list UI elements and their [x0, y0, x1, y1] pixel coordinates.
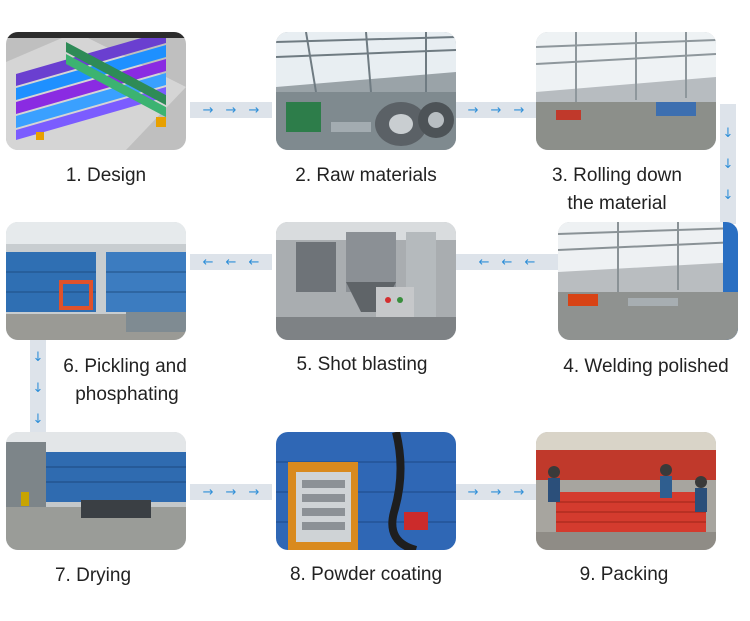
arrow-down-icon: ↓ [32, 411, 44, 427]
step-7-label: 7. Drying [54, 565, 132, 586]
arrow-left-icon: ← [248, 254, 260, 270]
arrow-right-icon: → [490, 102, 502, 118]
step-6-label-line2: phosphating [75, 384, 179, 405]
step-6-photo [6, 222, 186, 340]
connector-3-4: ↓ ↓ ↓ [720, 104, 736, 224]
connector-7-8: → → → [190, 484, 272, 500]
arrow-right-icon: → [248, 102, 260, 118]
connector-5-6: ← ← ← [190, 254, 272, 270]
step-3-label-line1: 3. Rolling down [552, 165, 682, 186]
arrow-down-icon: ↓ [722, 125, 734, 141]
arrow-right-icon: → [202, 102, 214, 118]
arrow-right-icon: → [202, 484, 214, 500]
pickling-line-image [6, 222, 186, 340]
arrow-right-icon: → [513, 484, 525, 500]
step-7-photo [6, 432, 186, 550]
arrow-left-icon: ← [524, 254, 536, 270]
powder-coating-booth-image [276, 432, 456, 550]
steel-coils-warehouse-image [276, 32, 456, 150]
connector-4-5: ← ← ← [456, 254, 558, 270]
arrow-right-icon: → [467, 102, 479, 118]
drying-area-image [6, 432, 186, 550]
step-3-photo [536, 32, 716, 150]
arrow-right-icon: → [248, 484, 260, 500]
step-1-photo [6, 32, 186, 150]
design-rendering-image [6, 32, 186, 150]
step-8-photo [276, 432, 456, 550]
arrow-right-icon: → [467, 484, 479, 500]
arrow-left-icon: ← [501, 254, 513, 270]
step-6-label-line1: 6. Pickling and [63, 356, 187, 377]
step-9-photo [536, 432, 716, 550]
step-4-label: 4. Welding polished [563, 356, 729, 377]
rolling-machine-workshop-image [536, 32, 716, 150]
arrow-left-icon: ← [225, 254, 237, 270]
connector-1-2: → → → [190, 102, 272, 118]
arrow-down-icon: ↓ [32, 349, 44, 365]
welding-workshop-image [558, 222, 738, 340]
arrow-right-icon: → [225, 102, 237, 118]
arrow-down-icon: ↓ [722, 187, 734, 203]
connector-6-7: ↓ ↓ ↓ [30, 340, 46, 436]
step-8-label: 8. Powder coating [289, 564, 443, 585]
step-4-photo [558, 222, 738, 340]
arrow-right-icon: → [490, 484, 502, 500]
packing-red-racks-image [536, 432, 716, 550]
arrow-right-icon: → [513, 102, 525, 118]
step-2-photo [276, 32, 456, 150]
arrow-down-icon: ↓ [32, 380, 44, 396]
arrow-down-icon: ↓ [722, 156, 734, 172]
step-9-label: 9. Packing [579, 564, 669, 585]
step-5-photo [276, 222, 456, 340]
step-5-label: 5. Shot blasting [296, 354, 428, 375]
connector-2-3: → → → [456, 102, 536, 118]
connector-8-9: → → → [456, 484, 536, 500]
arrow-left-icon: ← [478, 254, 490, 270]
step-1-label: 1. Design [65, 165, 147, 186]
arrow-right-icon: → [225, 484, 237, 500]
shot-blasting-machine-image [276, 222, 456, 340]
arrow-left-icon: ← [202, 254, 214, 270]
step-2-label: 2. Raw materials [295, 165, 437, 186]
step-3-label-line2: the material [567, 193, 667, 214]
